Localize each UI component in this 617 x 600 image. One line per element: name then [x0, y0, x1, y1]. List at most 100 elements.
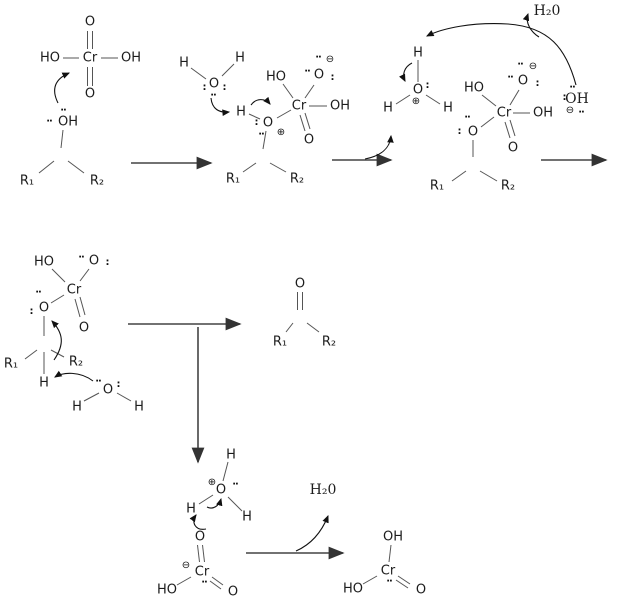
curved-arrow-ch-to-oester	[51, 320, 62, 361]
b-r2: R₂	[289, 171, 305, 187]
b-ester-ominus-lp-3: :	[330, 72, 335, 83]
d-ester-oester-lp-top: ··	[35, 287, 42, 298]
b-ester-plus-charge: ⊕	[276, 127, 286, 138]
e-hydronium-o: O	[215, 482, 227, 498]
curved-arrow-chromite-to-proton	[189, 514, 207, 530]
alcohol-oh: OH	[57, 114, 79, 130]
d-r2: R₂	[68, 354, 84, 370]
curved-arrow-alcohol-to-cr	[54, 72, 71, 104]
curved-arrow-water-byproduct	[295, 514, 329, 552]
d-carbinol-h: H	[39, 375, 49, 391]
b-ester-oplus-lp-left: :	[254, 117, 259, 128]
d-water-o: O	[102, 382, 114, 398]
b-ester-o-double: O	[303, 132, 315, 148]
d-ester-o-top: O	[88, 253, 100, 269]
d-water-lp-right: :	[116, 379, 121, 390]
chromite-cr: Cr	[194, 564, 210, 580]
c-ester-cr: Cr	[496, 105, 512, 121]
e-hydronium-h-left: H	[186, 501, 196, 517]
alcohol-lp-top: ··	[60, 105, 67, 116]
c-h2o-label: H₂0	[533, 3, 561, 19]
e-hydronium-lp: ··	[232, 479, 239, 490]
d-water-lp-left: ··	[95, 376, 102, 387]
e-hydronium-h-top: H	[226, 447, 236, 463]
b-water-lp-right: :	[222, 82, 227, 93]
c-ester-ominus-lp-1: ··	[517, 59, 524, 70]
d-ester-ho: HO	[33, 254, 55, 270]
chromous-lp: ··	[386, 576, 393, 587]
c-ester-minus-charge: ⊖	[528, 61, 538, 72]
d-water-h-left: H	[72, 399, 82, 415]
chromic-acid-oh: OH	[120, 50, 142, 66]
d-water-h-right: H	[134, 399, 144, 415]
b-proton-h: H	[236, 104, 246, 120]
chromic-acid-o-bottom: O	[84, 86, 96, 102]
b-ester-cr: Cr	[291, 98, 307, 114]
c-ester-o-ester: O	[467, 124, 479, 140]
b-water-h-right: H	[235, 50, 245, 66]
ketone-o: O	[294, 276, 306, 292]
d-ester-otop-lp-left: ··	[78, 252, 85, 263]
chromous-ho: HO	[342, 581, 364, 597]
c-hydronium-h-top: H	[413, 45, 423, 61]
c-ester-ominus-lp-2: ··	[507, 72, 514, 83]
curved-arrow-hydronium2-oh-bond	[206, 497, 223, 509]
c-ester-oh: OH	[532, 105, 554, 121]
chromite-lp: ··	[201, 577, 208, 588]
chromic-acid-o-top: O	[84, 14, 96, 30]
c-hydronium-h-right: H	[443, 100, 453, 116]
ketone-r2: R₂	[321, 334, 337, 350]
c-hydroxide-oh: OH	[565, 91, 589, 107]
curved-arrow-hydroxide-to-hydronium	[426, 23, 577, 86]
curved-arrow-hydronium-release	[364, 134, 394, 160]
curved-arrow-hydronium-oh-bond	[399, 62, 413, 82]
b-water-h-left: H	[179, 55, 189, 71]
c-ester-oester-lp-top: ··	[464, 112, 471, 123]
d-ester-oester-lp-left: :	[29, 306, 34, 317]
b-ester-ominus-lp-1: ··	[315, 52, 322, 63]
curved-arrow-water-to-proton	[210, 97, 231, 116]
ketone-r1: R₁	[272, 334, 288, 350]
d-ester-o-double: O	[78, 320, 90, 336]
chromous-o-right: O	[415, 582, 427, 598]
c-hydroxide-minus-charge: ⊖	[565, 105, 575, 116]
c-hydroxide-lp-left: :	[562, 92, 567, 103]
alcohol-r1: R₁	[19, 173, 35, 189]
b-ester-ominus-lp-2: ··	[304, 66, 311, 77]
b-water-lp-left: :	[202, 82, 207, 93]
bond-lines	[24, 31, 530, 590]
chromic-acid-cr: Cr	[82, 50, 98, 66]
d-ester-o-ester: O	[38, 300, 50, 316]
c-ester-ominus-lp-3: :	[535, 78, 540, 89]
chromite-ho: HO	[156, 582, 178, 598]
reaction-arrows	[128, 153, 608, 560]
c-ester-o-minus: O	[517, 73, 529, 89]
d-r1: R₁	[3, 356, 19, 372]
b-ester-oh: OH	[329, 98, 351, 114]
c-hydronium-h-left: H	[383, 100, 393, 116]
chromous-oh-top: OH	[382, 529, 404, 545]
b-r1: R₁	[225, 171, 241, 187]
b-ester-minus-charge: ⊖	[325, 54, 335, 65]
e-hydronium-h-right: H	[242, 509, 252, 525]
curved-arrow-water-to-ch	[54, 370, 94, 382]
c-hydroxide-lp-top: ··	[569, 82, 576, 93]
b-ester-ho: HO	[265, 69, 287, 85]
chromite-o-top: O	[194, 529, 206, 545]
d-ester-cr: Cr	[66, 282, 82, 298]
curved-arrow-oh-bond-to-oplus	[250, 96, 271, 106]
b-water-o: O	[208, 76, 220, 92]
d-ester-otop-lp-right: :	[105, 257, 110, 268]
curved-arrow-water-leaving	[522, 12, 540, 38]
b-ester-o-minus: O	[313, 67, 325, 83]
b-water-lp-bottom: ··	[210, 90, 217, 101]
b-ester-oplus-lp-bottom: ··	[258, 129, 265, 140]
chromic-acid-ho: HO	[39, 50, 61, 66]
c-ester-o-double: O	[507, 140, 519, 156]
c-hydronium-plus-charge: ⊕	[411, 96, 421, 107]
electron-pushing-arrows	[51, 12, 577, 552]
alcohol-r2: R₂	[89, 173, 105, 189]
c-r2: R₂	[500, 178, 516, 194]
